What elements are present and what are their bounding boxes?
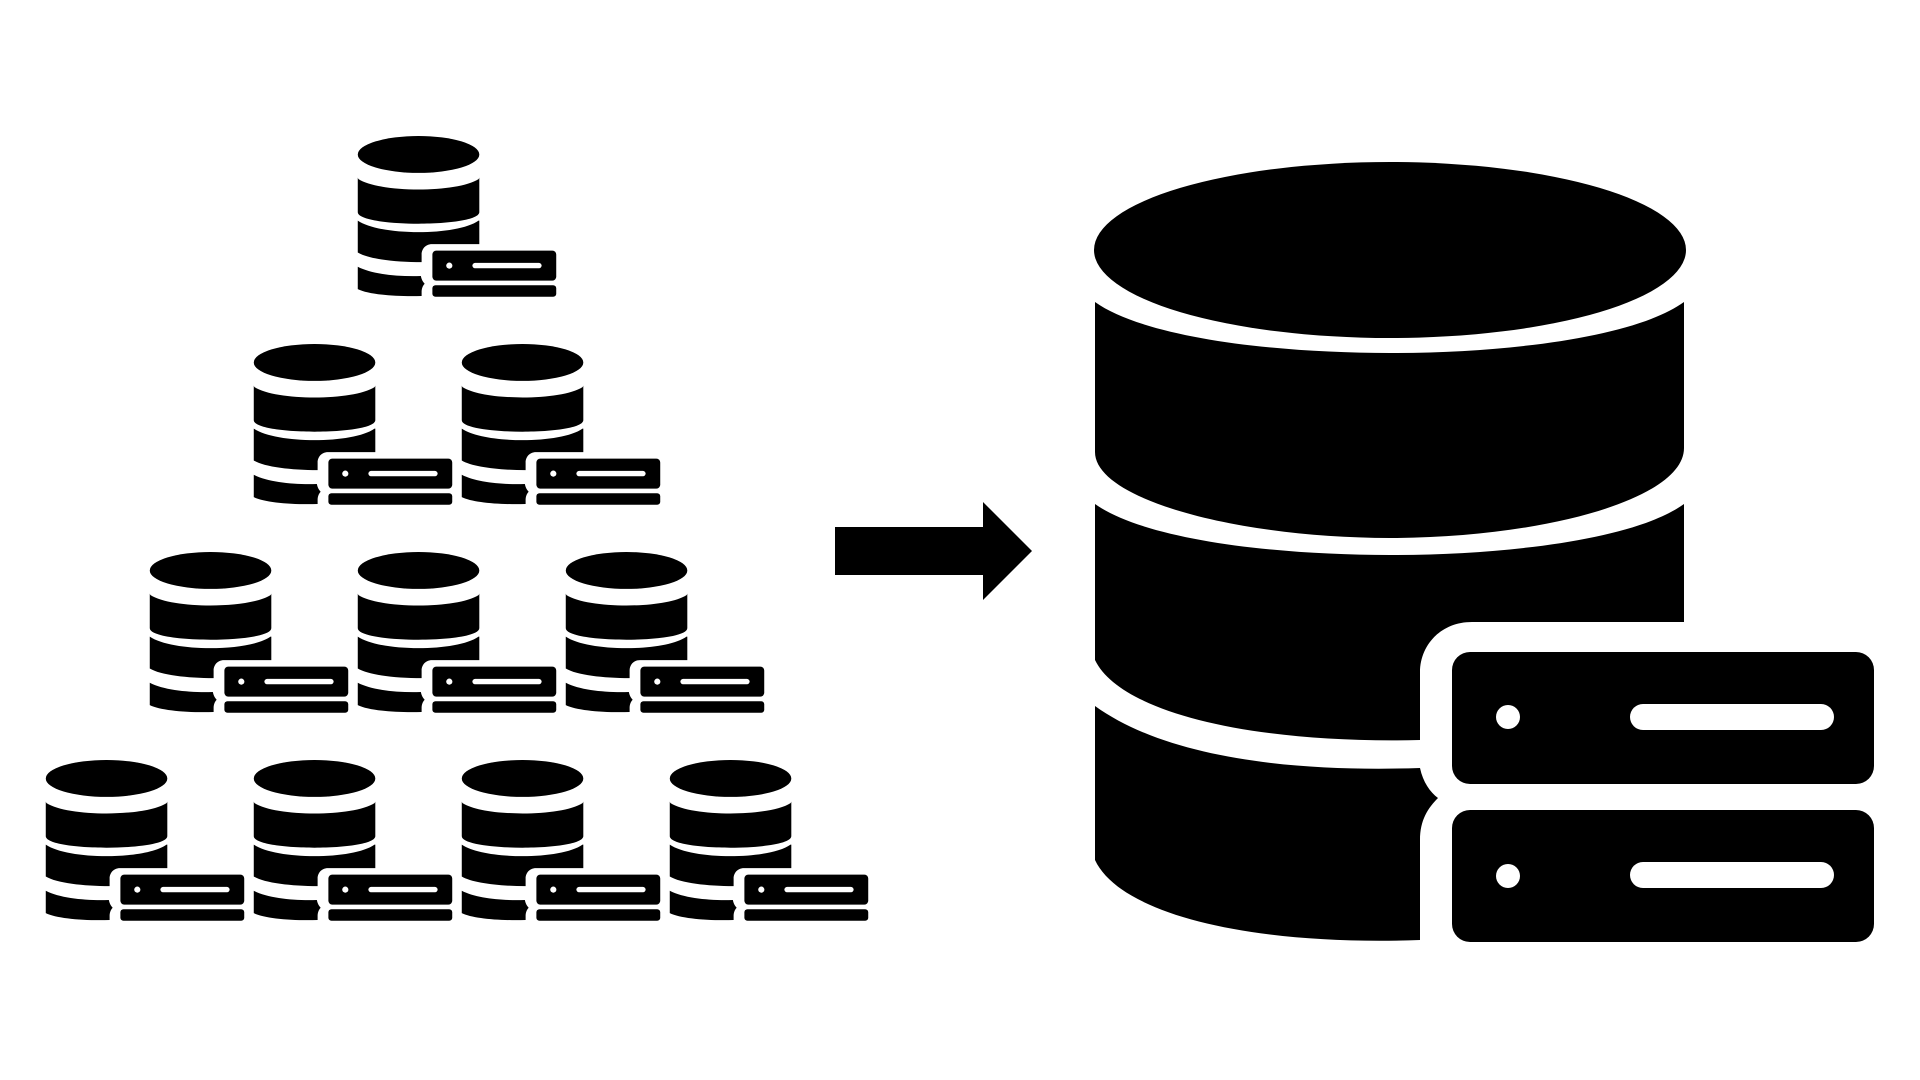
- target-database-icon: [1094, 162, 1874, 942]
- server-drive-slot: [1630, 704, 1834, 730]
- database-server-icon: [565, 552, 765, 713]
- database-band-3: [1095, 706, 1438, 941]
- database-band-2: [1095, 504, 1684, 741]
- database-top-disk: [1094, 162, 1686, 338]
- database-server-icon: [253, 344, 453, 505]
- database-server-icon: [461, 344, 661, 505]
- server-led-icon: [1496, 864, 1520, 888]
- database-server-icon: [357, 136, 557, 297]
- server-unit-2: [1452, 810, 1874, 942]
- database-server-icon: [669, 760, 869, 921]
- database-server-icon: [253, 760, 453, 921]
- server-drive-slot: [1630, 862, 1834, 888]
- database-server-icon: [357, 552, 557, 713]
- database-server-icon: [45, 760, 245, 921]
- database-server-icon: [461, 760, 661, 921]
- server-led-icon: [1496, 705, 1520, 729]
- database-server-icon: [149, 552, 349, 713]
- source-database-group: [45, 136, 869, 921]
- server-unit-1: [1452, 652, 1874, 784]
- database-band-1: [1095, 302, 1684, 538]
- arrow-right-icon: [835, 502, 1032, 600]
